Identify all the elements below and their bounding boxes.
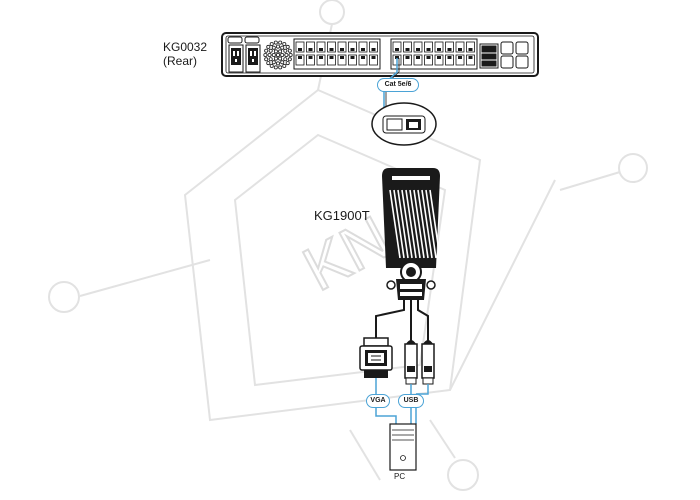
rj45-port-icon <box>403 41 412 53</box>
vga-badge: VGA <box>366 394 390 408</box>
rj45-port-icon <box>445 41 454 53</box>
rj45-port-icon <box>369 41 378 53</box>
kvm-switch-rear-panel <box>221 32 539 77</box>
rj45-port-icon <box>316 54 326 66</box>
pc-label: PC <box>394 472 406 481</box>
usb-connector-icon <box>421 340 435 385</box>
port-bank-left <box>293 38 381 70</box>
power-socket-icon <box>227 36 244 73</box>
fan-vent-icon <box>263 40 293 70</box>
rj45-port-icon <box>337 41 347 53</box>
vga-connector-icon <box>359 337 393 378</box>
rj45-port-icon <box>369 54 378 66</box>
rj45-port-icon <box>466 41 475 53</box>
rj45-port-icon <box>413 41 423 53</box>
rj45-port-icon <box>295 41 305 53</box>
rj45-port-icon <box>424 41 433 53</box>
kg1900t-adapter-body <box>382 168 441 300</box>
watermark <box>48 0 648 491</box>
rj45-port-icon <box>348 54 357 66</box>
rj45-port-icon <box>358 54 368 66</box>
adapter-rj45-end-icon <box>371 102 437 146</box>
breakout-cables <box>375 300 429 344</box>
adapter-model-label: KG1900T <box>314 208 370 223</box>
rj45-port-icon <box>327 54 336 66</box>
rj45-port-icon <box>392 41 402 53</box>
chain-ports <box>479 41 529 69</box>
rj45-port-icon <box>337 54 347 66</box>
rj45-port-icon <box>455 54 465 66</box>
port-bank-right <box>390 38 478 70</box>
usb-connector-icon <box>404 340 418 385</box>
rj45-port-icon <box>306 54 315 66</box>
kvm-switch-model-label: KG0032 <box>163 40 208 54</box>
power-socket-icon <box>244 36 261 73</box>
rj45-port-icon <box>424 54 433 66</box>
rj45-port-icon <box>358 41 368 53</box>
pc-cables <box>375 378 429 424</box>
rj45-port-icon <box>466 54 475 66</box>
rj45-port-icon <box>413 54 423 66</box>
pc-tower-icon <box>389 423 417 471</box>
kvm-switch-view-label: (Rear) <box>163 54 198 68</box>
rj45-port-icon <box>348 41 357 53</box>
rj45-port-icon <box>455 41 465 53</box>
rj45-port-icon <box>306 41 315 53</box>
rj45-port-icon <box>316 41 326 53</box>
rj45-port-icon <box>403 54 412 66</box>
rj45-port-icon <box>327 41 336 53</box>
cable-type-badge: Cat 5e/6 <box>377 78 419 92</box>
usb-badge: USB <box>398 394 424 408</box>
rj45-port-icon <box>445 54 454 66</box>
rj45-port-icon <box>434 41 444 53</box>
rj45-port-icon <box>434 54 444 66</box>
rj45-port-icon <box>295 54 305 66</box>
